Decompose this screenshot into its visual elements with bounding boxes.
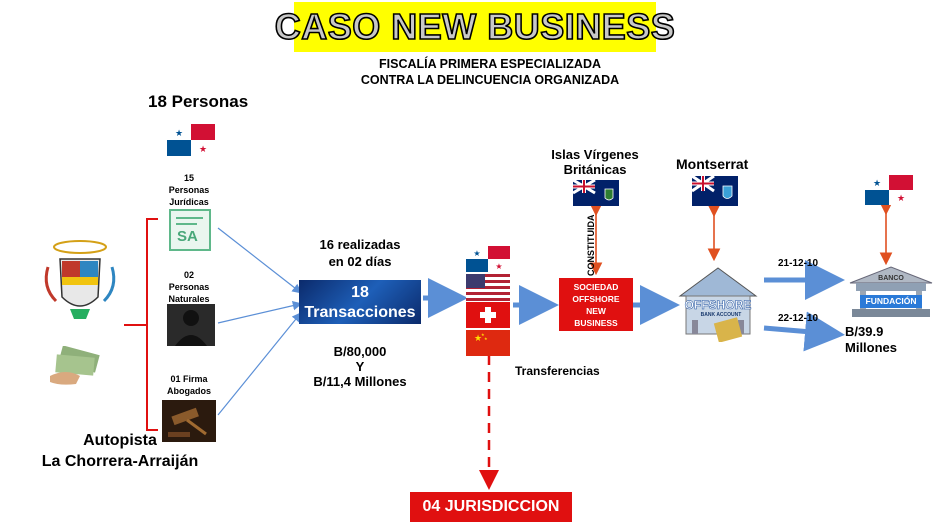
svg-text:★: ★ [873, 178, 881, 188]
jurisdicciones-box: 04 JURISDICCION [410, 492, 572, 522]
subtitle-line-2: CONTRA LA DELINCUENCIA ORGANIZADA [360, 73, 620, 87]
line-juridicas [217, 227, 302, 294]
china-flag-icon: ★★★ [466, 330, 510, 356]
svg-text:★: ★ [484, 336, 488, 341]
subtitle-line-1: FISCALÍA PRIMERA ESPECIALIZADA [379, 57, 601, 71]
switzerland-flag-icon [466, 302, 510, 328]
person-silhouette-icon [167, 304, 215, 346]
page-title: CASO NEW BUSINESS [274, 5, 676, 48]
panama-flag-icon: ★★ [466, 246, 510, 272]
transferencias-label: Transferencias [515, 364, 600, 378]
usa-flag-icon [466, 274, 510, 301]
constituida-label: CONSTITUIDA [586, 214, 596, 277]
svg-text:★: ★ [473, 249, 480, 258]
banco-fundacion-icon: BANCO FUNDACIÓN [846, 265, 936, 319]
svg-text:★: ★ [481, 332, 485, 337]
money-hand-icon [46, 345, 104, 388]
arrow-to-monto [763, 311, 845, 352]
date-second: 22-12-10 [778, 313, 819, 324]
date-first: 21-12-10 [778, 258, 819, 269]
bvi-flag-icon [573, 180, 619, 206]
montserrat-flag-icon [692, 176, 738, 206]
svg-text:★: ★ [474, 333, 482, 343]
line-abogados [217, 312, 302, 416]
sa-document-icon: SA [167, 208, 215, 252]
coat-of-arms-icon [40, 237, 120, 325]
panama-flag-icon: ★★ [865, 175, 913, 205]
title-highlight [294, 2, 656, 52]
svg-text:★: ★ [495, 262, 502, 271]
gavel-icon [162, 400, 216, 442]
svg-text:★: ★ [199, 144, 207, 154]
svg-text:★: ★ [897, 193, 905, 203]
line-naturales [217, 300, 303, 324]
svg-text:★: ★ [175, 128, 183, 138]
panama-flag-icon: ★★ [167, 124, 215, 156]
offshore-bank-icon: OFFSHORE BANK ACCOUNT [672, 262, 764, 343]
bracket [146, 218, 158, 431]
montserrat-label: Montserrat [676, 156, 749, 172]
personas-heading: 18 Personas [148, 92, 249, 111]
